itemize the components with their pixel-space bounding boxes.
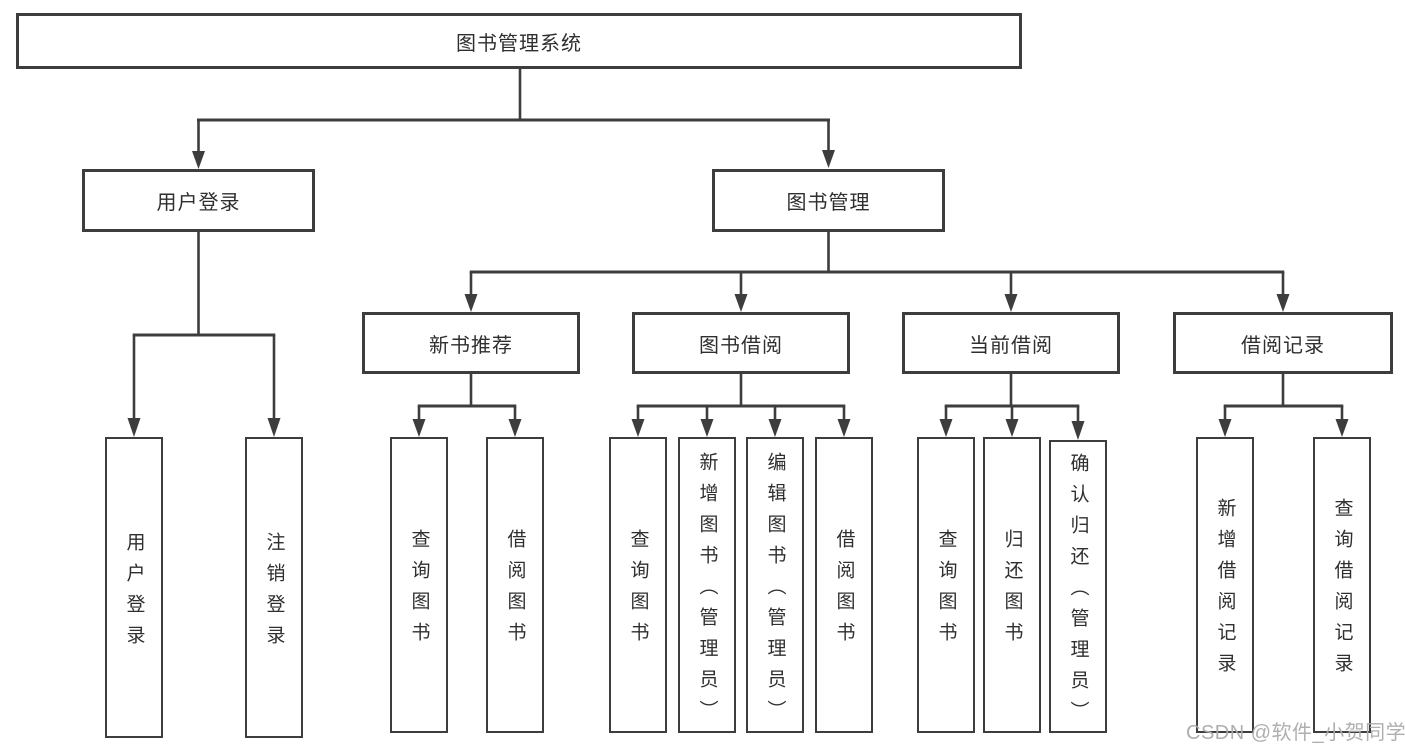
leaf-query-books-recommend: 查询图书 [390,437,448,733]
leaf-borrow-books-borrowing: 借阅图书 [815,437,873,733]
node-user-login-label: 用户登录 [156,192,241,214]
node-borrowing-records: 借阅记录 [1173,312,1393,374]
leaf-add-books-admin-label: 新增图书（管理员） [696,451,718,731]
leaf-return-books-label: 归还图书 [1001,529,1023,653]
leaf-edit-books-admin-label: 编辑图书（管理员） [764,451,786,731]
node-current-borrowing: 当前借阅 [902,312,1120,374]
node-new-book-recommendation-label: 新书推荐 [429,334,513,357]
leaf-query-books-current: 查询图书 [917,437,975,733]
leaf-return-books: 归还图书 [983,437,1041,733]
leaf-query-books-recommend-label: 查询图书 [408,529,430,653]
leaf-user-login: 用户登录 [105,437,163,738]
csdn-watermark: CSDN @软件_小贺同学 [1186,722,1405,744]
leaf-logout-login-label: 注销登录 [263,531,285,656]
leaf-borrow-books-borrowing-label: 借阅图书 [833,529,855,653]
leaf-confirm-return-admin-label: 确认归还（管理员） [1067,453,1089,732]
node-user-login: 用户登录 [82,169,315,232]
node-book-management: 图书管理 [712,169,945,232]
node-new-book-recommendation: 新书推荐 [362,312,580,374]
leaf-query-borrow-record: 查询借阅记录 [1313,437,1371,733]
node-root-label: 图书管理系统 [456,32,582,55]
leaf-query-books-borrowing-label: 查询图书 [627,529,649,653]
leaf-borrow-books-recommend: 借阅图书 [486,437,544,733]
leaf-borrow-books-recommend-label: 借阅图书 [504,529,526,653]
node-book-borrowing: 图书借阅 [632,312,850,374]
node-book-management-label: 图书管理 [786,192,871,214]
leaf-add-borrow-record: 新增借阅记录 [1196,437,1254,733]
leaf-query-books-borrowing: 查询图书 [609,437,667,733]
leaf-add-books-admin: 新增图书（管理员） [678,437,736,733]
node-current-borrowing-label: 当前借阅 [969,334,1053,357]
leaf-add-borrow-record-label: 新增借阅记录 [1214,498,1236,684]
node-borrowing-records-label: 借阅记录 [1241,334,1325,357]
leaf-logout-login: 注销登录 [245,437,303,738]
node-root-library-management-system: 图书管理系统 [16,13,1022,69]
leaf-confirm-return-admin: 确认归还（管理员） [1049,440,1107,733]
leaf-user-login-label: 用户登录 [123,531,145,656]
leaf-edit-books-admin: 编辑图书（管理员） [746,437,804,733]
leaf-query-borrow-record-label: 查询借阅记录 [1331,498,1353,684]
leaf-query-books-current-label: 查询图书 [935,529,957,653]
node-book-borrowing-label: 图书借阅 [699,334,783,357]
